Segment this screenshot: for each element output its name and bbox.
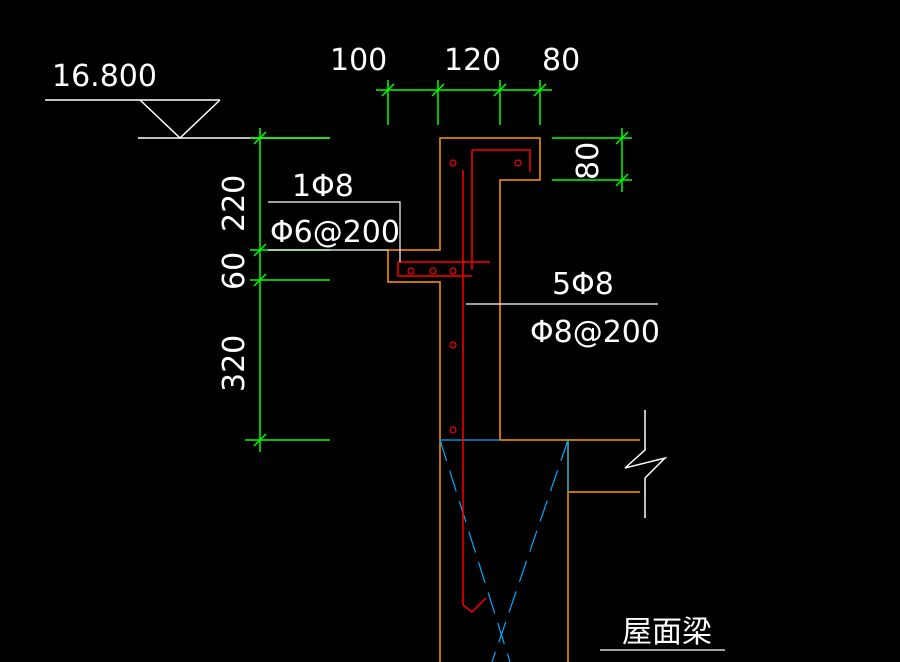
right-rebar-note: 5Φ8 [552,267,614,302]
left-stirrup-note: Φ6@200 [270,215,400,250]
top-dimension [376,80,552,125]
top-dim-100: 100 [330,43,387,78]
left-dim-220: 220 [217,175,252,232]
left-dim-320: 320 [217,335,252,392]
top-dim-120: 120 [444,43,501,78]
elevation-marker: 16.800 [45,59,330,140]
rebar-dots [407,159,522,434]
right-stirrup-note: Φ8@200 [530,315,660,350]
rebar [397,149,531,613]
leader-lines [268,201,725,651]
left-dimension [245,128,330,452]
top-dim-80: 80 [542,43,580,78]
break-line [624,410,668,518]
left-rebar-note: 1Φ8 [292,169,354,204]
left-dim-60: 60 [217,252,252,290]
parapet-outline [387,137,640,662]
right-dimension [552,128,632,192]
roof-beam-label: 屋面梁 [622,615,712,650]
elevation-text: 16.800 [52,59,157,94]
right-dim-80: 80 [571,142,606,180]
beam-dashed-lines [439,439,569,662]
